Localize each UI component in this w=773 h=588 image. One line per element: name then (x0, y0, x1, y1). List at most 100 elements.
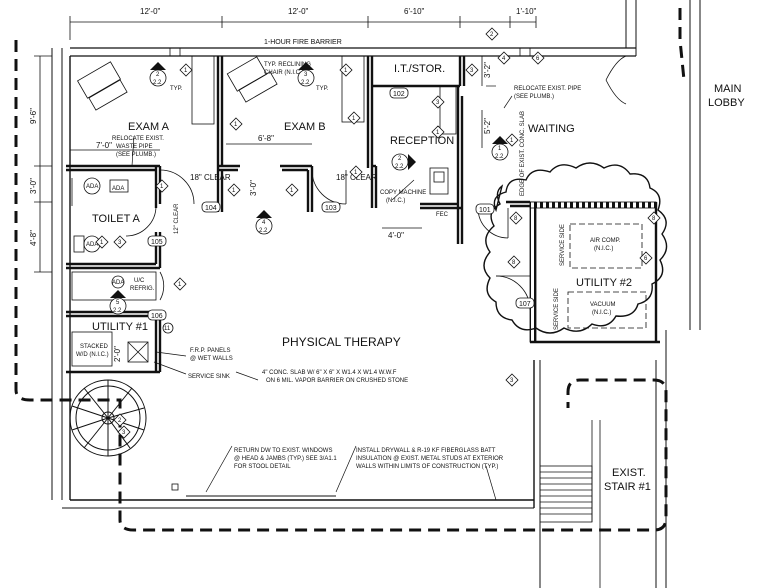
dim-top-2: 12'-0" (288, 7, 309, 16)
svg-text:2.2: 2.2 (395, 164, 404, 170)
note-ada-3: ADA (86, 242, 98, 248)
fixtures (71, 47, 647, 491)
walls (51, 0, 701, 588)
note-refrig: REFRIG. (130, 286, 155, 292)
note-aircomp-2: (N.I.C.) (594, 246, 613, 252)
svg-text:1: 1 (100, 240, 104, 246)
room-num-105: 105 (151, 239, 163, 246)
dim-five-two: 5'-2" (483, 118, 492, 134)
dim-three-two: 3'-2" (483, 62, 492, 78)
room-exist-stair-1: EXIST. (612, 467, 646, 479)
dim-six-eight: 6'-8" (258, 134, 274, 143)
section-marker-text: 2 2.2 3 2.2 2 2.2 4 2.2 5 2.2 1 2.2 11 (113, 72, 504, 332)
existing-stair (539, 420, 601, 588)
room-num-106: 106 (151, 313, 163, 320)
svg-text:8: 8 (512, 260, 516, 266)
note-frp-1: F.R.P. PANELS (190, 348, 230, 354)
svg-text:3: 3 (118, 240, 122, 246)
limit-of-construction (14, 8, 686, 532)
dim-seven-zero: 7'-0" (96, 141, 112, 150)
note-reclining-1: TYP. RECLINING (264, 62, 311, 68)
dim-top-3: 6'-10" (404, 7, 425, 16)
room-reception: RECEPTION (390, 135, 454, 147)
svg-text:1: 1 (232, 188, 236, 194)
svg-text:3: 3 (122, 430, 126, 436)
svg-text:8: 8 (514, 216, 518, 222)
leader-lines (131, 85, 513, 501)
note-ada-1: ADA (86, 184, 98, 190)
svg-text:3: 3 (470, 68, 474, 74)
room-it-stor: I.T./STOR. (394, 63, 445, 75)
dim-three-zero: 3'-0" (249, 180, 258, 196)
svg-text:2.2: 2.2 (153, 80, 162, 86)
note-copy-1: COPY MACHINE (380, 190, 426, 196)
room-utility-2: UTILITY #2 (576, 277, 632, 289)
note-typ-a: TYP. (170, 86, 183, 92)
dim-two-zero: 2'-0" (113, 346, 122, 362)
room-num-102: 102 (393, 91, 405, 98)
note-waste-1: RELOCATE EXIST. (112, 136, 164, 142)
note-fire-barrier: 1-HOUR FIRE BARRIER (264, 39, 342, 46)
note-waste-3: (SEE PLUMB.) (116, 152, 156, 158)
room-waiting: WAITING (528, 123, 575, 135)
room-num-107: 107 (519, 301, 531, 308)
note-relocate-2: (SEE PLUMB.) (514, 94, 554, 100)
room-exam-a: EXAM A (128, 121, 170, 133)
note-install-3: WALLS WITHIN LIMITS OF CONSTRUCTION (TYP… (356, 464, 498, 470)
note-return-1: RETURN DW TO EXIST. WINDOWS (234, 448, 332, 454)
svg-text:3: 3 (436, 100, 440, 106)
note-vacuum-2: (N.I.C.) (592, 310, 611, 316)
dim-four-zero: 4'-0" (388, 231, 404, 240)
note-frp-2: @ WET WALLS (190, 356, 233, 362)
svg-text:4: 4 (262, 220, 266, 226)
dim-left-1: 9'-6" (29, 108, 38, 124)
section-marker-triangles (110, 62, 508, 298)
note-ada-2: ADA (112, 186, 124, 192)
note-service-sink: SERVICE SINK (188, 374, 230, 380)
svg-text:11: 11 (164, 326, 171, 332)
note-slab-2: ON 6 MIL. VAPOR BARRIER ON CRUSHED STONE (266, 378, 408, 384)
wall-type-tags (95, 27, 661, 439)
dim-left-3: 4'-8" (29, 230, 38, 246)
svg-text:4: 4 (502, 56, 506, 62)
note-slab-1: 4" CONC. SLAB W/ 6" X 6" X W1.4 X W1.4 W… (262, 370, 397, 376)
note-return-2: @ HEAD & JAMBS (TYP.) SEE 3/A1.1 (234, 456, 337, 462)
dimension-lines (34, 16, 537, 273)
svg-text:1: 1 (436, 130, 440, 136)
note-slab-edge: EDGE OF EXIST. CONC. SLAB (520, 111, 526, 196)
svg-text:1: 1 (510, 138, 514, 144)
room-number-tags (147, 87, 535, 321)
room-num-104: 104 (205, 205, 217, 212)
wall-type-tag-text: 1 1 3 2 4 6 1 1 3 1 1 1 1 1 1 3 1 1 8 8 … (100, 32, 656, 436)
svg-text:3: 3 (510, 378, 514, 384)
svg-text:6: 6 (536, 56, 540, 62)
svg-text:2.2: 2.2 (301, 80, 310, 86)
svg-text:2: 2 (156, 72, 160, 78)
note-stacked-2: W/D (N.I.C.) (76, 352, 109, 358)
note-reclining-2: CHAIR (N.I.C.) (264, 70, 304, 76)
note-service-side-1: SERVICE SIDE (560, 224, 566, 266)
section-markers (109, 69, 509, 334)
room-utility-1: UTILITY #1 (92, 321, 148, 333)
svg-text:2: 2 (118, 418, 122, 424)
note-install-2: INSULATION @ EXIST. METAL STUDS AT EXTER… (356, 456, 504, 462)
svg-text:1: 1 (354, 170, 358, 176)
svg-text:1: 1 (290, 188, 294, 194)
svg-text:5: 5 (116, 300, 120, 306)
room-num-103: 103 (325, 205, 337, 212)
svg-text:1: 1 (344, 68, 348, 74)
svg-text:6: 6 (644, 256, 648, 262)
svg-text:2: 2 (398, 156, 402, 162)
note-return-3: FOR STOOL DETAIL (234, 464, 291, 470)
dim-twelve-clear: 12" CLEAR (174, 203, 180, 234)
note-waste-2: WASTE PIPE (116, 144, 152, 150)
dim-top-1: 12'-0" (140, 7, 161, 16)
note-typ-b: TYP. (316, 86, 329, 92)
svg-text:1: 1 (178, 282, 182, 288)
note-vacuum-1: VACUUM (590, 302, 616, 308)
room-main-lobby-1: MAIN (714, 83, 742, 95)
svg-text:1: 1 (498, 146, 502, 152)
note-install-1: INSTALL DRYWALL & R-19 KF FIBERGLASS BAT… (356, 448, 496, 454)
dim-left-2: 3'-0" (29, 178, 38, 194)
